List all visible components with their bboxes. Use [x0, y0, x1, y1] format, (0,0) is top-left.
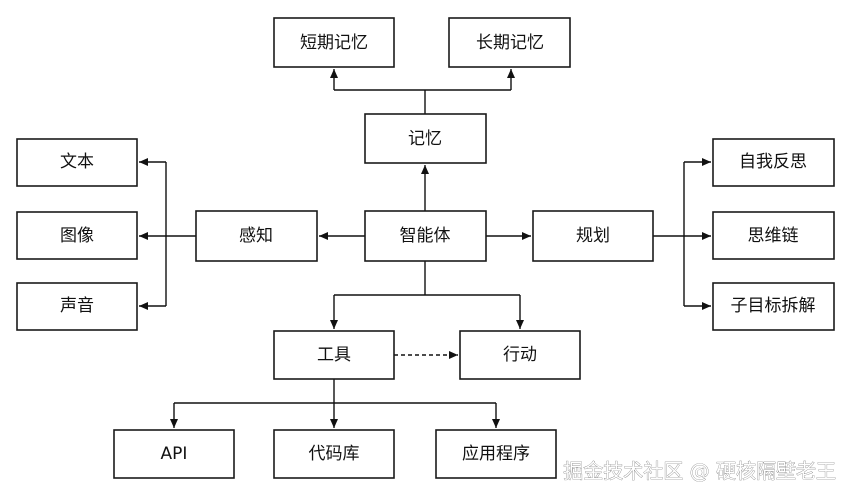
node-agent: 智能体 — [364, 210, 487, 262]
node-self-reflection: 自我反思 — [712, 138, 835, 187]
node-code-library: 代码库 — [273, 429, 395, 479]
node-long-term-memory: 长期记忆 — [448, 17, 571, 68]
node-agent-label: 智能体 — [400, 226, 451, 246]
node-api: API — [113, 429, 235, 479]
node-chain-of-thought: 思维链 — [712, 211, 835, 260]
node-text: 文本 — [16, 138, 138, 187]
node-memory: 记忆 — [364, 113, 487, 164]
node-subgoal-decomposition-label: 子目标拆解 — [731, 296, 816, 316]
node-short-term-memory-label: 短期记忆 — [300, 33, 368, 53]
node-application: 应用程序 — [435, 429, 557, 479]
node-action: 行动 — [459, 330, 581, 380]
edges — [139, 69, 711, 428]
node-planning-label: 规划 — [576, 226, 610, 246]
node-api-label: API — [161, 444, 188, 464]
node-sound: 声音 — [16, 282, 138, 331]
node-text-label: 文本 — [60, 152, 94, 172]
node-perception-label: 感知 — [239, 226, 273, 246]
node-self-reflection-label: 自我反思 — [739, 152, 807, 172]
node-perception: 感知 — [195, 210, 318, 262]
node-tools-label: 工具 — [317, 345, 351, 365]
node-memory-label: 记忆 — [408, 129, 442, 149]
watermark-text: 掘金技术社区 @ 硬核隔壁老王 — [563, 459, 836, 483]
node-action-label: 行动 — [503, 345, 537, 365]
node-subgoal-decomposition: 子目标拆解 — [712, 282, 835, 331]
node-short-term-memory: 短期记忆 — [273, 17, 395, 68]
node-sound-label: 声音 — [60, 296, 94, 316]
node-code-library-label: 代码库 — [309, 444, 360, 464]
node-long-term-memory-label: 长期记忆 — [476, 33, 544, 53]
node-image-label: 图像 — [60, 226, 94, 246]
node-chain-of-thought-label: 思维链 — [748, 226, 799, 246]
node-tools: 工具 — [273, 330, 395, 380]
node-planning: 规划 — [532, 210, 654, 262]
nodes: 短期记忆 长期记忆 记忆 文本 图像 声音 感知 智能体 — [16, 17, 835, 479]
node-application-label: 应用程序 — [462, 444, 530, 464]
node-image: 图像 — [16, 211, 138, 260]
